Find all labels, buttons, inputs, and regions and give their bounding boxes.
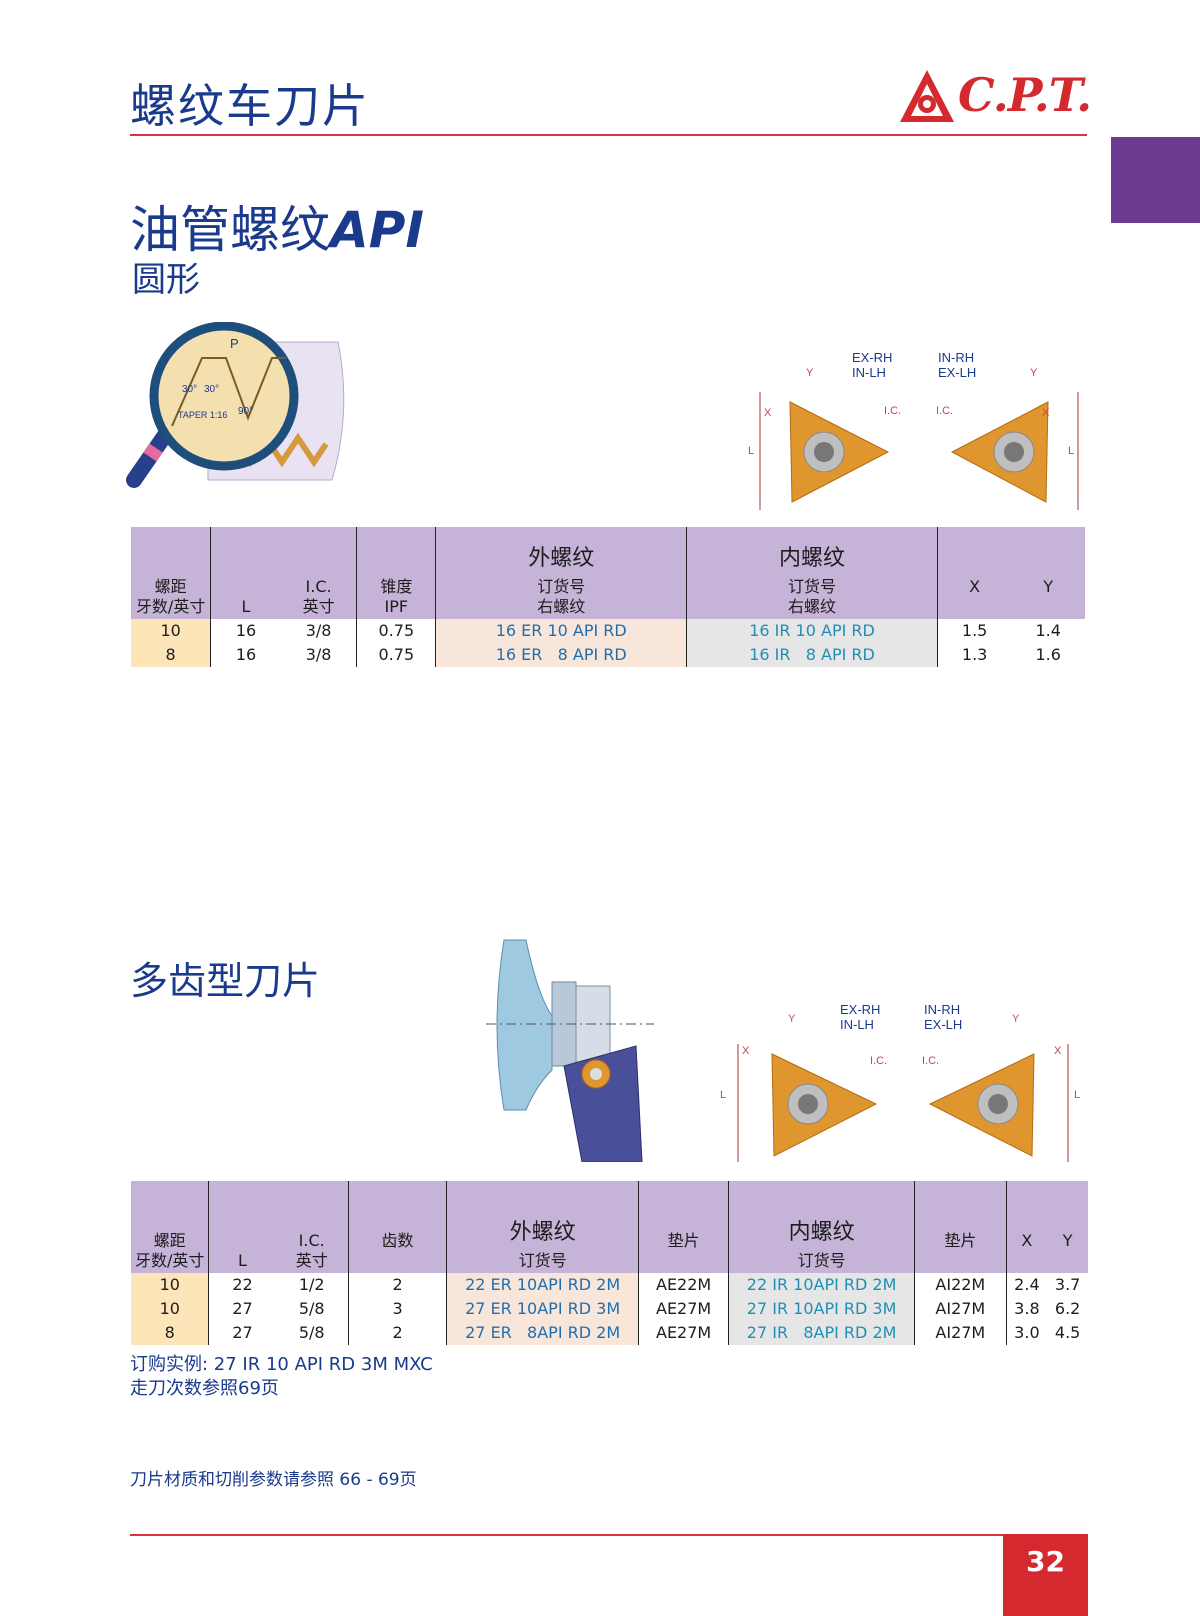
label-ex-rh-2: EX-RH	[840, 1002, 880, 1017]
insert-diagram-1: EX-RH IN-LH IN-RH EX-LH L L X X Y Y I.C.…	[748, 350, 1079, 510]
label-y-left: Y	[806, 367, 814, 379]
table-row: 8 27 5/8 2 27 ER 8API RD 2M AE27M 27 IR …	[131, 1321, 1088, 1345]
label-ic-right-2: I.C.	[922, 1055, 939, 1067]
th-y-2: Y	[1047, 1181, 1088, 1273]
insert-diagram-2: EX-RH IN-LH IN-RH EX-LH L L X X Y Y I.C.…	[720, 1002, 1080, 1162]
dim-angle-c: 90°	[238, 406, 253, 417]
dim-p: P	[230, 336, 239, 351]
label-ic-left-2: I.C.	[870, 1055, 887, 1067]
th-int-thread-2: 内螺纹订货号	[728, 1181, 915, 1273]
footer-note: 刀片材质和切削参数请参照 66 - 69页	[130, 1470, 417, 1490]
label-x-right-2: X	[1054, 1045, 1062, 1057]
label-in-rh: IN-RH	[938, 350, 974, 365]
label-in-lh-2: IN-LH	[840, 1017, 874, 1032]
page-number: 32	[1003, 1534, 1088, 1616]
label-x-right: X	[1042, 407, 1050, 419]
label-in-lh: IN-LH	[852, 365, 886, 380]
passes-note: 走刀次数参照69页	[130, 1378, 279, 1399]
section1-title-cn: 油管螺纹	[130, 201, 330, 259]
th-l-2: L	[208, 1181, 276, 1273]
table-row: 10 22 1/2 2 22 ER 10API RD 2M AE22M 22 I…	[131, 1273, 1088, 1297]
order-example: 订购实例: 27 IR 10 API RD 3M MXC	[130, 1354, 433, 1375]
section-tab	[1111, 137, 1200, 223]
section2-title: 多齿型刀片	[130, 959, 321, 1003]
label-x-left-2: X	[742, 1045, 750, 1057]
section1-subtitle: 圆形	[132, 260, 200, 300]
cpt-logo-icon	[900, 70, 954, 122]
lathe-illustration	[486, 939, 654, 1162]
th-pitch: 螺距牙数/英寸	[131, 527, 211, 619]
label-y-right: Y	[1030, 367, 1038, 379]
table-row: 10 16 3/8 0.75 16 ER 10 API RD 16 IR 10 …	[131, 619, 1085, 643]
dim-angle-a: 30°	[182, 384, 197, 395]
page-title: 螺纹车刀片	[130, 79, 370, 133]
table-row: 10 27 5/8 3 27 ER 10API RD 3M AE27M 27 I…	[131, 1297, 1088, 1321]
th-ic-2: I.C.英寸	[275, 1181, 349, 1273]
th-shim-int: 垫片	[914, 1181, 1007, 1273]
section1-title: 油管螺纹API	[130, 190, 424, 262]
th-ext-thread-2: 外螺纹订货号	[446, 1181, 639, 1273]
label-l-right: L	[1068, 445, 1074, 457]
dim-taper: TAPER 1:16	[178, 410, 227, 420]
th-x-2: X	[1005, 1181, 1048, 1273]
label-l-left-2: L	[720, 1089, 726, 1101]
label-l-right-2: L	[1074, 1089, 1080, 1101]
label-ex-lh-2: EX-LH	[924, 1017, 962, 1032]
table-row: 8 16 3/8 0.75 16 ER 8 API RD 16 IR 8 API…	[131, 643, 1085, 667]
label-ex-lh: EX-LH	[938, 365, 976, 380]
label-x-left: X	[764, 407, 772, 419]
label-in-rh-2: IN-RH	[924, 1002, 960, 1017]
label-ex-rh: EX-RH	[852, 350, 892, 365]
label-y-right-2: Y	[1012, 1013, 1020, 1025]
cpt-logo: C.P.T.	[896, 66, 1092, 128]
label-ic-left: I.C.	[884, 405, 901, 417]
footer-rule	[130, 1534, 1003, 1536]
th-x: X	[936, 527, 1012, 619]
magnifier-illustration: P 30° 30° TAPER 1:16 90°	[126, 322, 345, 488]
th-pitch-2: 螺距牙数/英寸	[131, 1181, 209, 1273]
multi-tooth-table: 螺距牙数/英寸 L I.C.英寸 齿数 外螺纹订货号 垫片 内螺纹订货号 垫片 …	[131, 1181, 1088, 1345]
th-int-thread: 内螺纹订货号右螺纹	[686, 527, 938, 619]
label-ic-right: I.C.	[936, 405, 953, 417]
dim-angle-b: 30°	[204, 384, 219, 395]
th-y: Y	[1011, 527, 1085, 619]
label-y-left-2: Y	[788, 1013, 796, 1025]
th-ic: I.C.英寸	[280, 527, 357, 619]
logo-text: C.P.T.	[958, 68, 1092, 122]
th-ext-thread: 外螺纹订货号右螺纹	[435, 527, 687, 619]
section1-title-api: API	[330, 201, 424, 259]
th-teeth: 齿数	[347, 1181, 447, 1273]
label-l-left: L	[748, 445, 754, 457]
th-shim-ext: 垫片	[638, 1181, 729, 1273]
title-rule	[130, 134, 1087, 136]
th-l: L	[210, 527, 281, 619]
